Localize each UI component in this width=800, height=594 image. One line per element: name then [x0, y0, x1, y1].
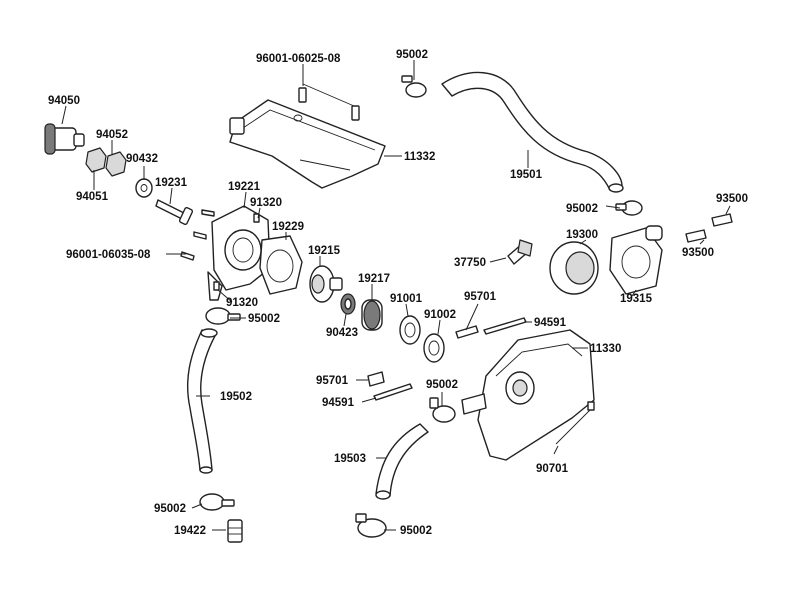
- label-93500-b: 93500: [682, 247, 714, 259]
- part-19503-hose: [375, 423, 429, 500]
- label-96001-06035-08: 96001-06035-08: [66, 249, 151, 261]
- part-95002-clamp-mid: [429, 397, 456, 423]
- part-95002-clamp-top: [401, 75, 427, 98]
- label-94052: 94052: [96, 129, 128, 141]
- leader-lines: [61, 60, 731, 531]
- label-94591-a: 94591: [534, 317, 567, 329]
- part-95002-clamp-left: [205, 307, 241, 325]
- label-91320-b: 91320: [226, 297, 258, 309]
- part-95002-clamp-low: [199, 493, 235, 511]
- part-94591-pin-a: [483, 317, 527, 335]
- part-90432-washer: [135, 178, 153, 198]
- label-19422: 19422: [174, 525, 206, 537]
- label-95002-left: 95002: [248, 313, 280, 325]
- part-19217-seal: [361, 299, 383, 331]
- label-95002-bottom: 95002: [400, 525, 432, 537]
- label-19315: 19315: [620, 293, 653, 305]
- label-91002: 91002: [424, 309, 456, 321]
- label-11332: 11332: [404, 151, 435, 163]
- label-19503: 19503: [334, 453, 366, 465]
- part-19501-hose: [441, 71, 624, 193]
- label-95701-b: 95701: [316, 375, 349, 387]
- label-94591-b: 94591: [322, 397, 355, 409]
- label-19229: 19229: [272, 221, 304, 233]
- label-37750: 37750: [454, 257, 486, 269]
- part-19315-cover: [609, 225, 663, 295]
- part-94051-nut: [85, 147, 107, 173]
- label-19217: 19217: [358, 273, 390, 285]
- part-95002-clamp-bottom: [355, 513, 387, 538]
- part-93500-bolts: [685, 213, 733, 243]
- label-19502: 19502: [220, 391, 252, 403]
- label-95002-right: 95002: [566, 203, 598, 215]
- label-90432: 90432: [126, 153, 158, 165]
- part-19502-hose: [186, 328, 218, 474]
- label-94050: 94050: [48, 95, 80, 107]
- label-95002-mid: 95002: [426, 379, 458, 391]
- label-91001: 91001: [390, 293, 423, 305]
- part-19300-thermostat: [549, 241, 599, 295]
- label-93500-a: 93500: [716, 193, 748, 205]
- label-91320-a: 91320: [250, 197, 282, 209]
- part-19229-gasket: [259, 235, 303, 295]
- part-91320-pins: [213, 213, 260, 291]
- part-91002-bearing: [423, 333, 445, 363]
- part-94591-pin-b: [373, 383, 413, 401]
- part-bolts-96001-06035-08: [180, 209, 215, 261]
- part-95701-bolt-a: [455, 325, 479, 339]
- label-19221: 19221: [228, 181, 261, 193]
- label-19215: 19215: [308, 245, 341, 257]
- label-19501: 19501: [510, 169, 543, 181]
- part-90423-seal: [340, 293, 356, 315]
- part-90701-pin: [555, 401, 595, 445]
- part-19215-impeller: [309, 265, 343, 303]
- label-94051: 94051: [76, 191, 109, 203]
- label-19300: 19300: [566, 229, 598, 241]
- part-96001-06025-08-bolts: [298, 83, 360, 121]
- label-96001-06025-08: 96001-06025-08: [256, 53, 341, 65]
- label-90423: 90423: [326, 327, 358, 339]
- label-95002-top: 95002: [396, 49, 428, 61]
- part-94050-cap: [44, 123, 85, 155]
- part-labels: 94050 94052 94051 90432 19231 96001-0602…: [48, 49, 748, 537]
- part-19231-shaft: [155, 199, 194, 225]
- label-90701: 90701: [536, 463, 569, 475]
- part-11330-cover: [461, 329, 595, 461]
- label-95002-low: 95002: [154, 503, 186, 515]
- part-94052-nut: [105, 151, 127, 177]
- part-19422-fitting: [227, 519, 243, 543]
- part-11332-cover: [229, 99, 386, 189]
- label-11330: 11330: [590, 343, 621, 355]
- part-95701-bolt-b: [367, 371, 385, 387]
- part-37750-sensor: [507, 239, 533, 265]
- label-19231: 19231: [155, 177, 188, 189]
- label-95701-a: 95701: [464, 291, 497, 303]
- part-91001-bearing: [399, 315, 421, 345]
